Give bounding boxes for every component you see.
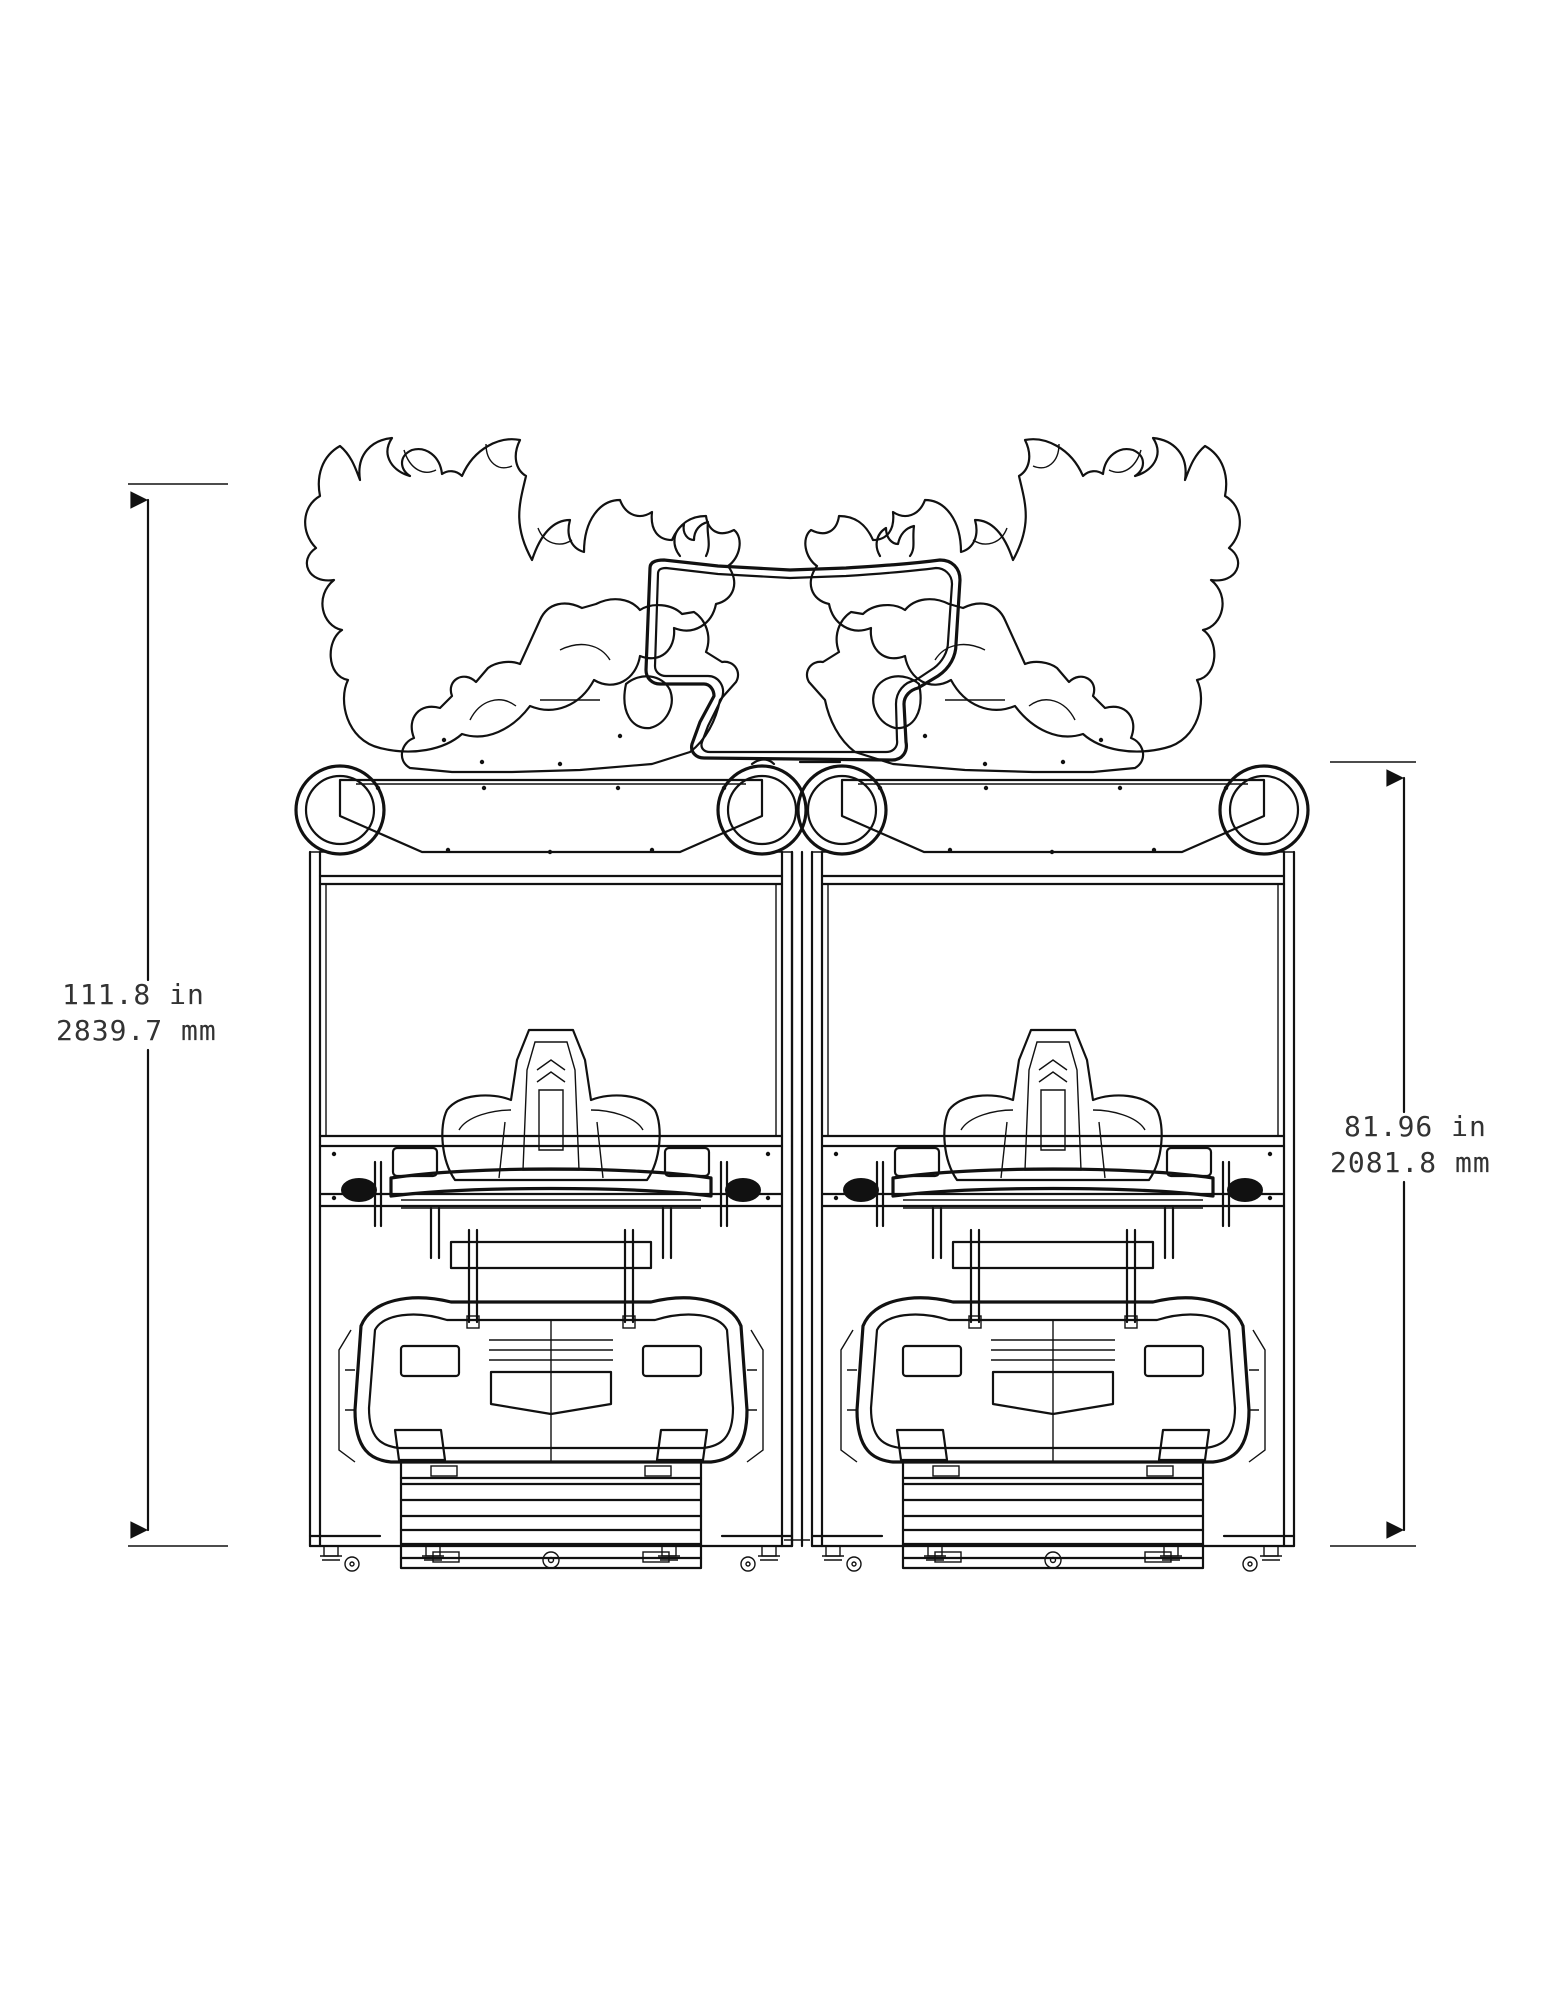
cabinet-height-metric-label: 2081.8 mm xyxy=(1330,1146,1491,1179)
overall-height-imperial-label: 111.8 in xyxy=(62,978,205,1011)
left-cabinet xyxy=(294,764,808,1573)
center-sign-outline xyxy=(644,558,962,762)
right-motorcycle-silhouette xyxy=(805,598,1145,774)
left-motorcycle-silhouette xyxy=(400,598,740,774)
topper-artwork xyxy=(304,436,1241,774)
overall-height-metric-label: 2839.7 mm xyxy=(56,1014,217,1047)
right-flame-outline xyxy=(804,436,1241,753)
overall-height-dimension: 111.8 in 2839.7 mm xyxy=(56,483,228,1547)
cabinet-height-dimension: 81.96 in 2081.8 mm xyxy=(1330,761,1491,1547)
cabinet-height-imperial-label: 81.96 in xyxy=(1344,1110,1487,1143)
right-cabinet xyxy=(796,764,1310,1573)
left-flame-outline xyxy=(304,436,741,753)
